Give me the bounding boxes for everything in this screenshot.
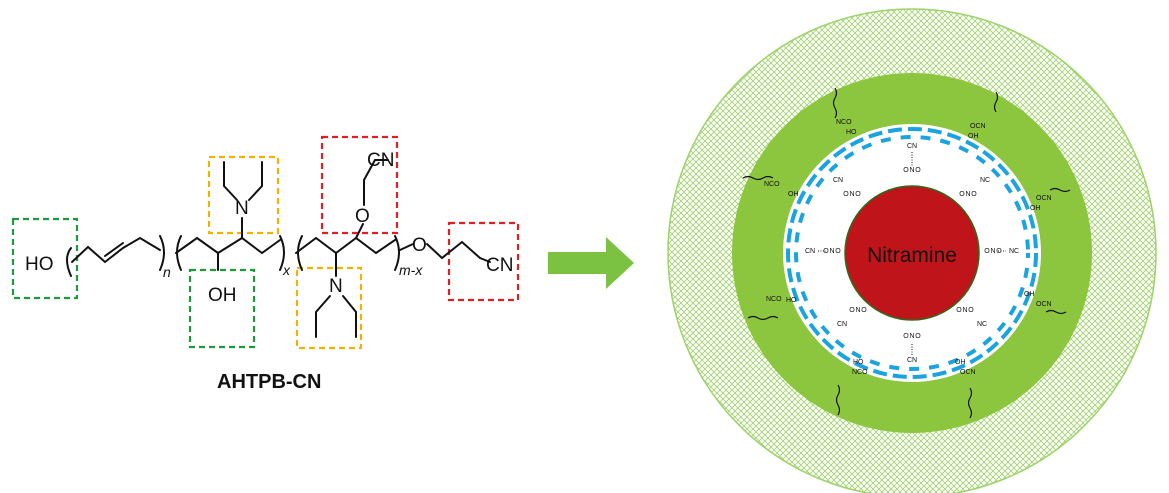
right-arrow (548, 237, 634, 289)
helix-coating (786, 127, 1038, 379)
molecule-structure: HO OH N N O O CN CN n x m-x AHTPB-CN (11, 135, 520, 393)
nc-label: NC (980, 177, 990, 184)
ho-label-ring: HO (853, 359, 864, 366)
nitro-group: ONO (984, 248, 1002, 255)
oh-label-ring: OH (1030, 205, 1041, 212)
cn-label: CN (837, 321, 847, 328)
n-top-label: N (235, 198, 249, 219)
svg-text:O: O (971, 191, 977, 198)
svg-text:O: O (915, 167, 921, 174)
core-label: Nitramine (867, 244, 957, 267)
svg-text:O: O (861, 307, 867, 314)
svg-text:O: O (996, 248, 1002, 255)
molecule-name: AHTPB-CN (217, 371, 321, 393)
svg-text:O: O (984, 248, 990, 255)
svg-text:N: N (962, 307, 967, 314)
subscript-x: x (282, 262, 291, 278)
nco-label: NCO (836, 119, 852, 126)
nco-label: NCO (766, 296, 782, 303)
svg-text:O: O (903, 333, 909, 340)
svg-text:O: O (968, 307, 974, 314)
nitramine-core (844, 185, 980, 321)
o-tail-label: O (412, 235, 427, 256)
cn-label: CN (907, 143, 917, 150)
ocn-label: OCN (1036, 301, 1052, 308)
ho-label-ring: HO (846, 129, 857, 136)
red-box-top (320, 135, 399, 235)
ho-label-ring: HO (786, 297, 797, 304)
cn-tail-label: CN (486, 255, 513, 276)
svg-text:O: O (849, 307, 855, 314)
nc-label: NC (1009, 248, 1019, 255)
svg-text:N: N (829, 248, 834, 255)
svg-text:N: N (855, 307, 860, 314)
nitro-groups: ONO ONO ONO ONO ONO ONO ONO ONO (823, 167, 1002, 340)
green-box-oh (188, 268, 256, 349)
cn-label: CN (805, 248, 815, 255)
svg-text:O: O (959, 191, 965, 198)
ho-label: HO (25, 254, 54, 275)
cyano-groups: CN CN CN NC CN NC CN NC (805, 143, 1019, 364)
oh-label-ring: OH (968, 133, 979, 140)
cn-top-label: CN (367, 150, 394, 171)
backbone-bonds (66, 159, 491, 338)
orange-box-top (207, 155, 280, 235)
red-box-end (447, 221, 520, 302)
nitro-group: ONO (823, 248, 841, 255)
cn-label: CN (907, 357, 917, 364)
svg-text:O: O (956, 307, 962, 314)
oh-label-ring: OH (788, 191, 799, 198)
svg-text:N: N (849, 191, 854, 198)
svg-text:N: N (965, 191, 970, 198)
o-side-label: O (355, 206, 370, 227)
subscript-mx: m-x (399, 262, 423, 278)
ring-labels: NCO HO OCN OH NCO OH OCN OH NCO HO OCN O… (764, 119, 1052, 376)
svg-text:N: N (909, 333, 914, 340)
particle-diagram: Nitramine ONO ONO ONO ONO ONO ONO ONO (667, 8, 1157, 493)
svg-text:O: O (843, 191, 849, 198)
svg-text:N: N (909, 167, 914, 174)
svg-text:O: O (915, 333, 921, 340)
svg-text:O: O (823, 248, 829, 255)
nco-squiggles (742, 87, 1071, 419)
ocn-label: OCN (1036, 195, 1052, 202)
svg-text:O: O (835, 248, 841, 255)
svg-text:O: O (855, 191, 861, 198)
cn-label: CN (833, 177, 843, 184)
n-bottom-label: N (329, 276, 343, 297)
oh-label-ring: OH (1024, 291, 1035, 298)
hashed-bonds (818, 152, 1006, 356)
svg-text:O: O (903, 167, 909, 174)
nco-label: NCO (764, 181, 780, 188)
nco-label: NCO (852, 369, 868, 376)
svg-text:N: N (990, 248, 995, 255)
oh-label-ring: OH (955, 359, 966, 366)
ocn-label: OCN (960, 369, 976, 376)
nc-label: NC (977, 321, 987, 328)
subscript-n: n (163, 264, 171, 280)
oh-label: OH (208, 285, 237, 306)
orange-box-bottom (295, 266, 363, 350)
ocn-label: OCN (970, 123, 986, 130)
